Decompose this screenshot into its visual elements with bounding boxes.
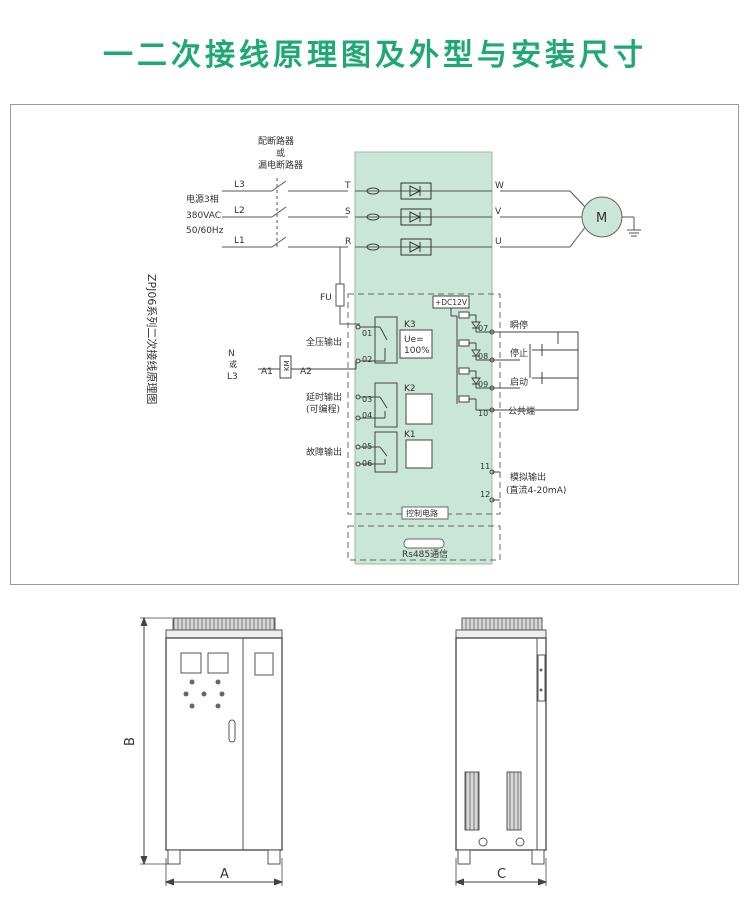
- thyristor-pairs: [400, 182, 432, 256]
- terminal-v: V: [495, 207, 502, 217]
- terminal-03: 03: [362, 395, 372, 404]
- dimension-b-label: B: [123, 737, 138, 746]
- dimension-b: [140, 616, 172, 866]
- delay-output-1: 延时输出: [306, 391, 342, 403]
- terminal-01: 01: [362, 329, 372, 338]
- rs485-port: [403, 538, 445, 549]
- control-circuit-label: 控制电路: [406, 508, 438, 518]
- terminal-10: 10: [478, 409, 488, 418]
- coil-n: N: [228, 349, 235, 359]
- relay-contacts: [355, 316, 433, 473]
- analog-output-1: 模拟输出: [510, 471, 546, 483]
- dimension-a: [164, 858, 284, 886]
- terminal-t: T: [344, 181, 351, 191]
- rs485-label: Rs485通信: [402, 548, 448, 560]
- supply-label-1: 电源3相: [186, 193, 219, 205]
- ue-line-2: 100%: [404, 346, 430, 356]
- label-stop: 停止: [510, 347, 528, 359]
- line-l3: L3: [234, 180, 245, 190]
- terminal-s: S: [345, 207, 351, 217]
- breaker-label-2: 漏电断路器: [258, 159, 303, 171]
- coil-l3: L3: [227, 372, 238, 382]
- analog-output-2: (直流4-20mA): [506, 484, 566, 496]
- control-circuit-box: [401, 506, 449, 520]
- terminal-u: U: [495, 237, 502, 247]
- supply-label-2: 380VAC: [186, 211, 221, 221]
- input-circuit: [450, 308, 579, 413]
- coil-km: KM: [283, 360, 291, 371]
- dimension-c: [454, 858, 548, 886]
- motor-label: M: [596, 211, 607, 226]
- coil-or: 或: [229, 359, 237, 369]
- current-sensors: [366, 187, 380, 251]
- terminal-12: 12: [480, 490, 490, 499]
- wiring-diagram: ZPJ06系列二次接线原理图 配断路器 或 漏电断路器 电源3相 380VAC …: [10, 104, 739, 585]
- full-voltage-output: 全压输出: [306, 336, 342, 348]
- terminal-08: 08: [478, 352, 488, 361]
- motor-icon: [581, 196, 623, 238]
- dimension-c-label: C: [497, 867, 506, 882]
- breaker-label-or: 或: [276, 147, 285, 159]
- coil-a1: A1: [261, 367, 273, 377]
- terminal-r: R: [345, 237, 351, 247]
- label-start: 启动: [510, 376, 528, 388]
- relay-k2: K2: [404, 384, 416, 394]
- line-l2: L2: [234, 206, 245, 216]
- terminal-05: 05: [362, 442, 372, 451]
- terminal-04: 04: [362, 411, 372, 420]
- rs485-box: [347, 525, 501, 561]
- power-lines: [222, 178, 641, 250]
- delay-output-2: (可编程): [306, 403, 340, 415]
- terminal-09: 09: [478, 380, 488, 389]
- label-common: 公共端: [508, 405, 535, 417]
- outline-drawings: B A C: [123, 616, 548, 886]
- dimension-a-label: A: [220, 867, 229, 882]
- supply-label-3: 50/60Hz: [186, 226, 224, 236]
- breaker-label-1: 配断路器: [258, 135, 294, 147]
- fuse-branch: [335, 247, 360, 325]
- contactor-coil: [258, 355, 357, 379]
- analog-wires: [489, 469, 500, 503]
- page-title: 一二次接线原理图及外型与安装尺寸: [103, 38, 647, 73]
- terminal-07: 07: [478, 324, 488, 333]
- terminal-11: 11: [480, 462, 490, 471]
- fuse-label: FU: [320, 293, 332, 303]
- control-board: [347, 293, 501, 515]
- terminal-02: 02: [362, 355, 372, 364]
- relay-k1: K1: [404, 430, 416, 440]
- side-caption: ZPJ06系列二次接线原理图: [145, 274, 159, 404]
- fault-output: 故障输出: [306, 446, 342, 458]
- relay-k3: K3: [404, 320, 416, 330]
- terminal-w: W: [495, 181, 504, 191]
- coil-a2: A2: [300, 367, 312, 377]
- cabinet-front-view: [165, 617, 283, 865]
- cabinet-side-view: [455, 617, 547, 865]
- terminal-06: 06: [362, 459, 372, 468]
- ue-line-1: Ue=: [404, 335, 424, 345]
- line-l1: L1: [234, 236, 245, 246]
- label-inching: 瞬停: [510, 319, 528, 331]
- dc-label: +DC12V: [435, 298, 468, 307]
